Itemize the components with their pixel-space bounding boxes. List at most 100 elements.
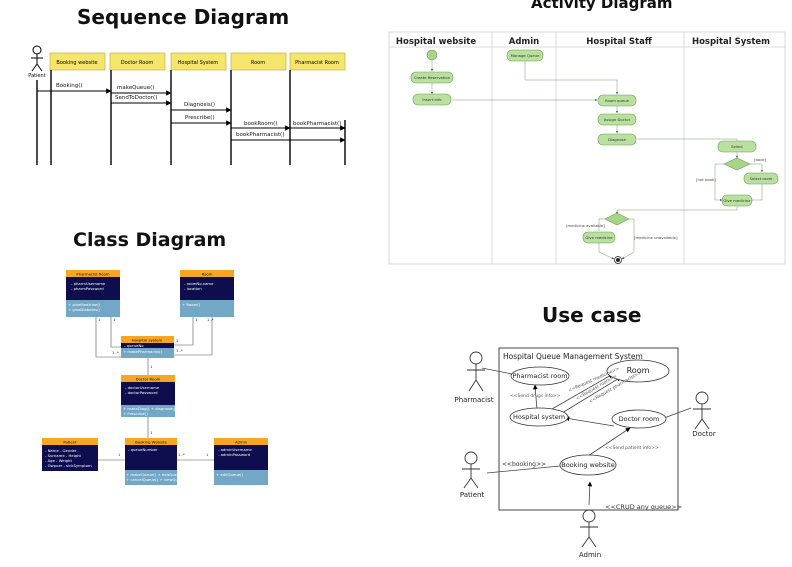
actor-patient-usecase: [462, 451, 480, 489]
usecase-diagram-title: Use case: [542, 303, 642, 327]
usecase-hospital-system: Hospital system: [509, 407, 569, 427]
svg-text:- pharmPassword: - pharmPassword: [71, 286, 104, 291]
svg-text:- Age - Weight: - Age - Weight: [45, 458, 72, 463]
svg-text:Pharmacist Room: Pharmacist Room: [76, 272, 109, 277]
svg-text:+ makePharmacist(): + makePharmacist(): [123, 349, 162, 354]
svg-text:Booking Website: Booking Website: [135, 440, 167, 445]
lifeline-room: Room: [230, 52, 287, 165]
class-hospital-system: Hospital system - queueNo + makePharmaci…: [121, 336, 174, 358]
lane-admin: Admin: [509, 37, 540, 47]
svg-text:Select: Select: [731, 144, 743, 149]
svg-text:Insert Info: Insert Info: [422, 97, 442, 102]
svg-text:Pharmacist Room: Pharmacist Room: [295, 60, 339, 66]
guard-medicine-unavailable: [medicine unavailable]: [634, 235, 678, 240]
usecase-pharmacist-room: Pharmacist room: [510, 366, 570, 386]
svg-text:Booking website: Booking website: [56, 60, 97, 66]
actor-admin: [580, 509, 598, 548]
svg-text:Diagnose: Diagnose: [608, 137, 626, 142]
node-select-room: Select room: [743, 172, 779, 185]
msg-bookpharmacist-1: bookPharmacist(): [293, 121, 341, 127]
svg-text:+ makeDiag() + diagnose(): + makeDiag() + diagnose(): [123, 406, 176, 411]
node-insert-info: Insert Info: [412, 93, 452, 106]
guard-book: [book]: [754, 157, 767, 162]
svg-text:1..*: 1..*: [207, 317, 214, 322]
sequence-messages: [37, 88, 346, 143]
svg-text:Admin: Admin: [235, 440, 248, 445]
svg-text:1: 1: [113, 317, 116, 322]
lifeline-booking-website: Booking website: [49, 52, 106, 165]
actor-pharmacist-label: Pharmacist: [455, 396, 494, 404]
svg-text:Hospital System: Hospital System: [178, 60, 219, 66]
svg-text:Manage Queue: Manage Queue: [511, 53, 540, 58]
lifeline-pharmacist-room: Pharmacist Room: [289, 52, 346, 165]
msg-bookpharmacist-2: bookPharmacist(): [236, 132, 284, 138]
class-diagram: 1 1 1 1..* 1..* 1 1..* 1 1 1 1..* 1 Phar…: [42, 270, 268, 485]
class-doctor-room: Doctor Room - doctorUsername - doctorPas…: [121, 375, 176, 417]
decision-book: [723, 157, 751, 171]
class-room: Room - roomNo.name - location + Room(): [180, 270, 234, 317]
svg-text:- Surname - Height: - Surname - Height: [45, 453, 82, 458]
svg-text:+ cancelQueue() + viewQueue(): + cancelQueue() + viewQueue(): [126, 477, 188, 482]
class-booking-website: Booking Website - queueNumber + makeQueu…: [125, 438, 188, 485]
usecase-diagram: Hospital Queue Management System Pharmac…: [455, 347, 716, 559]
activity-diagram-title: Activity Diagram: [531, 0, 673, 12]
actor-patient-usecase-label: Patient: [460, 491, 485, 499]
sequence-diagram: Patient Booking website Doctor Room Hosp…: [28, 45, 346, 165]
actor-patient-label: Patient: [28, 73, 45, 79]
svg-text:- adminUsername: - adminUsername: [218, 447, 252, 452]
svg-text:Hospital system: Hospital system: [513, 413, 565, 421]
svg-text:1: 1: [118, 452, 121, 457]
svg-text:Doctor room: Doctor room: [619, 415, 660, 423]
node-assign-doctor: Assign Doctor: [597, 113, 637, 126]
usecase-booking-website: Booking website: [559, 454, 617, 476]
msg-bookroom: bookRoom(): [244, 121, 277, 127]
node-create-reservation: Create Reservation: [410, 71, 454, 84]
svg-text:Assign Doctor: Assign Doctor: [604, 117, 631, 122]
svg-text:+ Prescribe(): + Prescribe(): [123, 411, 148, 416]
svg-text:1: 1: [176, 338, 179, 343]
actor-admin-label: Admin: [579, 551, 601, 559]
svg-text:- doctorUsername: - doctorUsername: [125, 385, 160, 390]
svg-text:+ Room(): + Room(): [182, 302, 201, 307]
label-crud-any-queue: <<CRUD any queue>>: [605, 503, 682, 511]
svg-text:- pharmUsername: - pharmUsername: [71, 281, 106, 286]
svg-text:Doctor Room: Doctor Room: [121, 60, 154, 66]
svg-text:Room queue: Room queue: [605, 98, 630, 103]
lane-hospital-staff: Hospital Staff: [586, 37, 652, 47]
svg-text:Give medicine: Give medicine: [723, 198, 751, 203]
lifeline-hospital-system: Hospital System: [170, 52, 227, 165]
svg-text:Room: Room: [202, 272, 213, 277]
activity-start-node: [426, 49, 438, 61]
msg-diagnosis: Diagnosis(): [184, 102, 215, 108]
svg-text:Patient: Patient: [63, 440, 77, 445]
class-pharmacist-room: Pharmacist Room - pharmUsername - pharmP…: [66, 270, 120, 317]
svg-text:1: 1: [150, 430, 153, 435]
class-patient: Patient - Name - Gender - Surname - Heig…: [42, 438, 98, 471]
svg-text:1..*: 1..*: [178, 452, 185, 457]
msg-sendtodoctor: SendToDoctor(): [115, 95, 157, 101]
lifeline-doctor-room: Doctor Room: [109, 52, 166, 165]
svg-text:- Name - Gender: - Name - Gender: [45, 448, 77, 453]
class-multiplicities: 1 1 1 1..* 1..* 1 1..* 1 1 1 1..* 1: [98, 317, 214, 457]
svg-text:1..*: 1..*: [176, 348, 183, 353]
node-diagnose: Diagnose: [597, 133, 637, 146]
svg-text:Pharmacist room: Pharmacist room: [512, 372, 567, 380]
activity-end-node: [614, 256, 622, 264]
label-booking: <<booking>>: [502, 461, 546, 468]
guard-not-book: [not book]: [696, 177, 716, 182]
system-boundary-label: Hospital Queue Management System: [503, 352, 643, 361]
actor-pharmacist: [467, 351, 485, 392]
label-send-drugs-info: <<Send drugs info>>: [510, 393, 561, 399]
lane-hospital-website: Hospital website: [396, 37, 476, 47]
msg-prescribe: Prescribe(): [185, 115, 215, 121]
svg-text:Booking website: Booking website: [561, 461, 614, 469]
svg-text:- queueNumber: - queueNumber: [128, 447, 158, 452]
node-give-medicine-2: Give medicine: [582, 231, 616, 244]
label-send-patient-info: <<Send patient info>>: [605, 445, 659, 451]
node-room-queue: Room queue: [597, 94, 637, 107]
msg-makequeue: makeQueue(): [117, 85, 154, 91]
svg-text:- adminPassword: - adminPassword: [218, 452, 251, 457]
svg-text:- location: - location: [184, 286, 202, 291]
svg-text:- Gwpuer - sickSymptom: - Gwpuer - sickSymptom: [45, 463, 92, 468]
